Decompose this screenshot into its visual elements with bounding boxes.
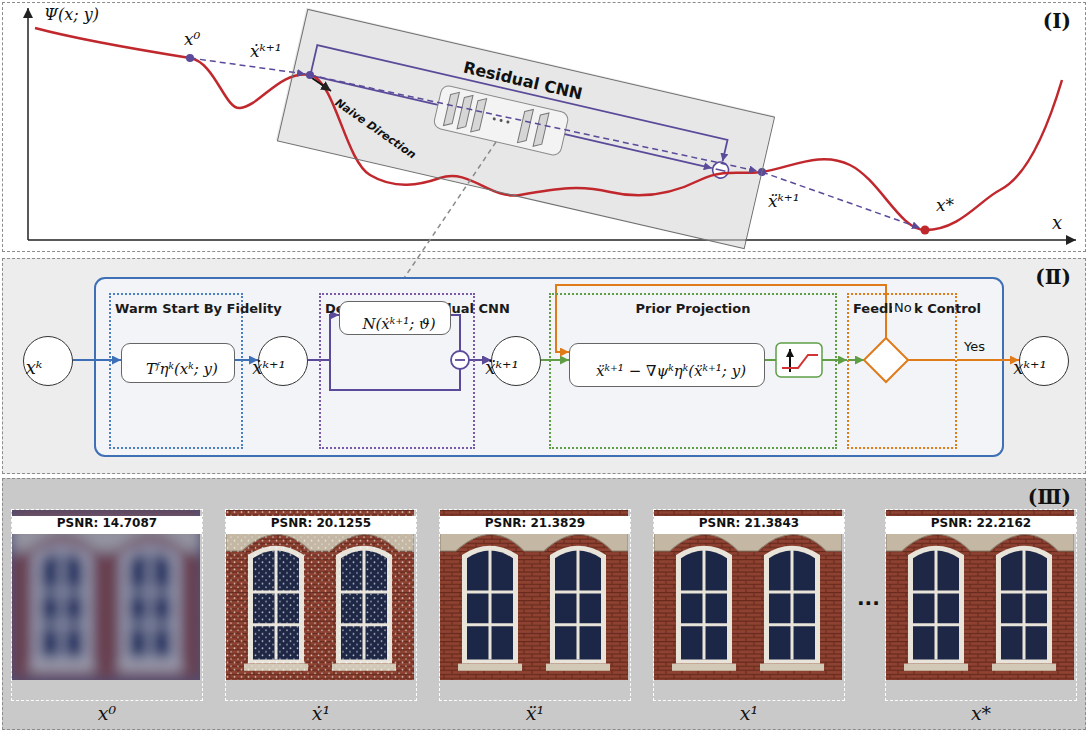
point-label: ẋᵏ⁺¹	[250, 41, 282, 61]
flow-line	[848, 359, 864, 361]
psnr-value: PSNR: 21.3843	[654, 516, 844, 534]
result-image	[226, 510, 414, 680]
box-title: Residual CNN	[462, 58, 585, 104]
operator-formula: ẍᵏ⁺¹ − ∇ψᵏηᵏ(ẍᵏ⁺¹; y)	[596, 362, 746, 380]
optimum-dot	[921, 226, 930, 235]
result-image	[12, 510, 200, 680]
flow-line	[908, 359, 955, 361]
iterate-dot	[306, 71, 314, 79]
threshold-icon	[782, 355, 818, 368]
result-image-frame: PSNR: 22.2162x*	[885, 509, 1077, 701]
operator-box: N(ẋᵏ⁺¹; ϑ)	[339, 301, 451, 335]
result-image	[440, 510, 628, 680]
result-image-frame: PSNR: 21.3843x¹	[653, 509, 845, 701]
axis-label: Ψ(x; y)	[44, 5, 99, 24]
naive-direction-arrow	[312, 78, 331, 91]
result-image	[654, 510, 842, 680]
image-name: x¹	[654, 702, 844, 724]
axis-label: x	[1052, 212, 1062, 233]
objective-curve	[35, 28, 1062, 230]
point-label: x⁰	[184, 29, 200, 49]
result-image-frame: PSNR: 20.1255ẋ¹	[225, 509, 417, 701]
panel-frame: (Ⅱ) xᵏ Warm Start By FidelityTᶠηᵏ(xᵏ; y) ẋᵏ…	[2, 258, 1086, 474]
psnr-value: PSNR: 21.3829	[440, 516, 630, 534]
minus-symbol	[451, 351, 469, 369]
panel-frame: (Ⅲ)PSNR: 14.7087x⁰PSNR: 20.1255ẋ¹PSNR: 2…	[2, 478, 1086, 730]
flow-connector	[308, 315, 339, 360]
image-name: x⁰	[12, 702, 202, 724]
operator-formula: N(ẋᵏ⁺¹; ϑ)	[362, 315, 435, 333]
panel-frame: (Ⅰ) Residual CNN	[2, 2, 1086, 252]
panel-ground	[2, 2, 1086, 252]
operator-box: Tᶠηᵏ(xᵏ; y)	[121, 343, 235, 383]
iteration-frame	[95, 278, 1003, 456]
psnr-value: PSNR: 22.2162	[886, 516, 1076, 534]
psnr-value: PSNR: 20.1255	[226, 516, 416, 534]
flow-connector	[541, 359, 569, 361]
result-image-frame: PSNR: 21.3829ẍ¹	[439, 509, 631, 701]
stage-group: Prior Projectionẍᵏ⁺¹ − ∇ψᵏηᵏ(ẍᵏ⁺¹; y)	[549, 293, 837, 449]
decision-diamond	[864, 338, 908, 382]
x-axis	[28, 239, 1076, 241]
psnr-value: PSNR: 14.7087	[12, 516, 202, 534]
iterate-dot	[758, 168, 766, 176]
ellipsis-mark: ...	[857, 586, 880, 610]
cnn-internals	[276, 8, 774, 248]
iterate-dot	[186, 54, 194, 62]
panel-number: (Ⅱ)	[1035, 265, 1071, 289]
state-name: ẋᵏ⁺¹	[252, 357, 285, 378]
y-axis	[27, 8, 29, 240]
image-name: x*	[886, 702, 1076, 724]
minus-symbol	[455, 359, 465, 361]
flow-connector	[957, 359, 1019, 361]
result-image	[886, 510, 1074, 680]
threshold-icon	[776, 343, 822, 377]
edge-label: Yes	[962, 339, 987, 354]
operator-formula: Tᶠηᵏ(xᵏ; y)	[146, 360, 218, 378]
point-label: x*	[936, 195, 954, 215]
panel-number: (Ⅲ)	[1028, 485, 1071, 509]
leader-line	[392, 142, 496, 296]
stage-group: Descent by Residual CNNN(ẋᵏ⁺¹; ϑ)	[319, 293, 475, 449]
point-label: ẍᵏ⁺¹	[768, 191, 800, 211]
iterate-path	[190, 58, 305, 74]
iterate-path	[762, 172, 920, 228]
operator-box: ẍᵏ⁺¹ − ∇ψᵏηᵏ(ẍᵏ⁺¹; y)	[569, 343, 765, 387]
state-name: xᵏ⁺¹	[1013, 357, 1046, 378]
stage-group: Warm Start By FidelityTᶠηᵏ(xᵏ; y)	[109, 293, 243, 449]
image-name: ẋ¹	[226, 702, 416, 724]
panel-ground	[2, 258, 1086, 474]
flow-connector	[73, 359, 121, 361]
image-name: ẍ¹	[440, 702, 630, 724]
state-circle: xᵏ	[23, 336, 73, 386]
result-image-frame: PSNR: 14.7087x⁰	[11, 509, 203, 701]
residual-cnn-box: Residual CNN	[277, 9, 775, 249]
state-circle: ẋᵏ⁺¹	[258, 336, 308, 386]
state-name: ẍᵏ⁺¹	[485, 357, 518, 378]
edge-label: No	[892, 300, 914, 315]
state-name: xᵏ	[26, 357, 43, 378]
direction-label: Naive Direction	[333, 96, 419, 161]
stage-group: Feedback Control	[847, 293, 957, 449]
state-circle: ẍᵏ⁺¹	[491, 336, 541, 386]
state-circle: xᵏ⁺¹	[1019, 336, 1069, 386]
stage-title: Feedback Control	[853, 301, 951, 440]
panel-ground	[2, 478, 1086, 730]
panel-number: (Ⅰ)	[1043, 9, 1071, 33]
